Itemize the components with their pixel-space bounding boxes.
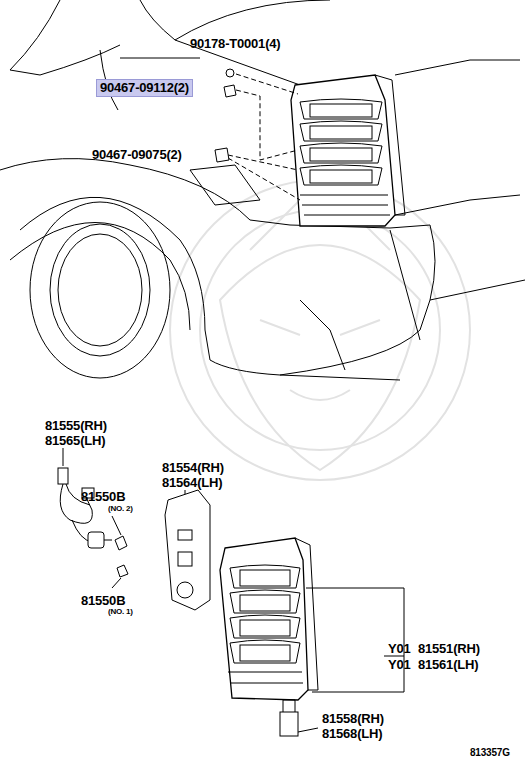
part-number: 81550B [81,594,125,608]
lower-tail-lamp [220,538,318,736]
part-number: 81568(LH) [322,727,382,741]
part-number: (NO. 2) [108,505,133,514]
part-number: 81555(RH) [45,419,107,433]
part-number: 81558(RH) [322,712,384,726]
figure-number: 813357G [470,747,510,758]
gasket [165,490,210,610]
part-number: 81564(LH) [162,476,222,490]
assembly-bracket [306,588,404,692]
part-number: Y01 [388,658,411,672]
fasteners [215,69,236,162]
part-number: Y01 [388,642,411,656]
part-number: 90467-09112(2) [100,81,189,95]
vehicle-body [0,0,525,380]
part-number: 81565(LH) [45,434,105,448]
part-number: 81561(LH) [418,658,478,672]
part-number: 90467-09075(2) [92,148,182,162]
part-number: 81554(RH) [162,461,224,475]
bulbs [115,536,128,577]
part-number: (NO. 1) [108,608,133,617]
install-lines [228,74,300,200]
part-number: 90178-T0001(4) [190,37,280,51]
part-number: 81550B [81,490,125,504]
part-number: 81551(RH) [418,642,480,656]
leaders [63,448,318,732]
highlight-box: 90467-09112(2) [96,79,193,97]
upper-tail-lamp [291,75,405,226]
socket-wire [58,468,112,548]
